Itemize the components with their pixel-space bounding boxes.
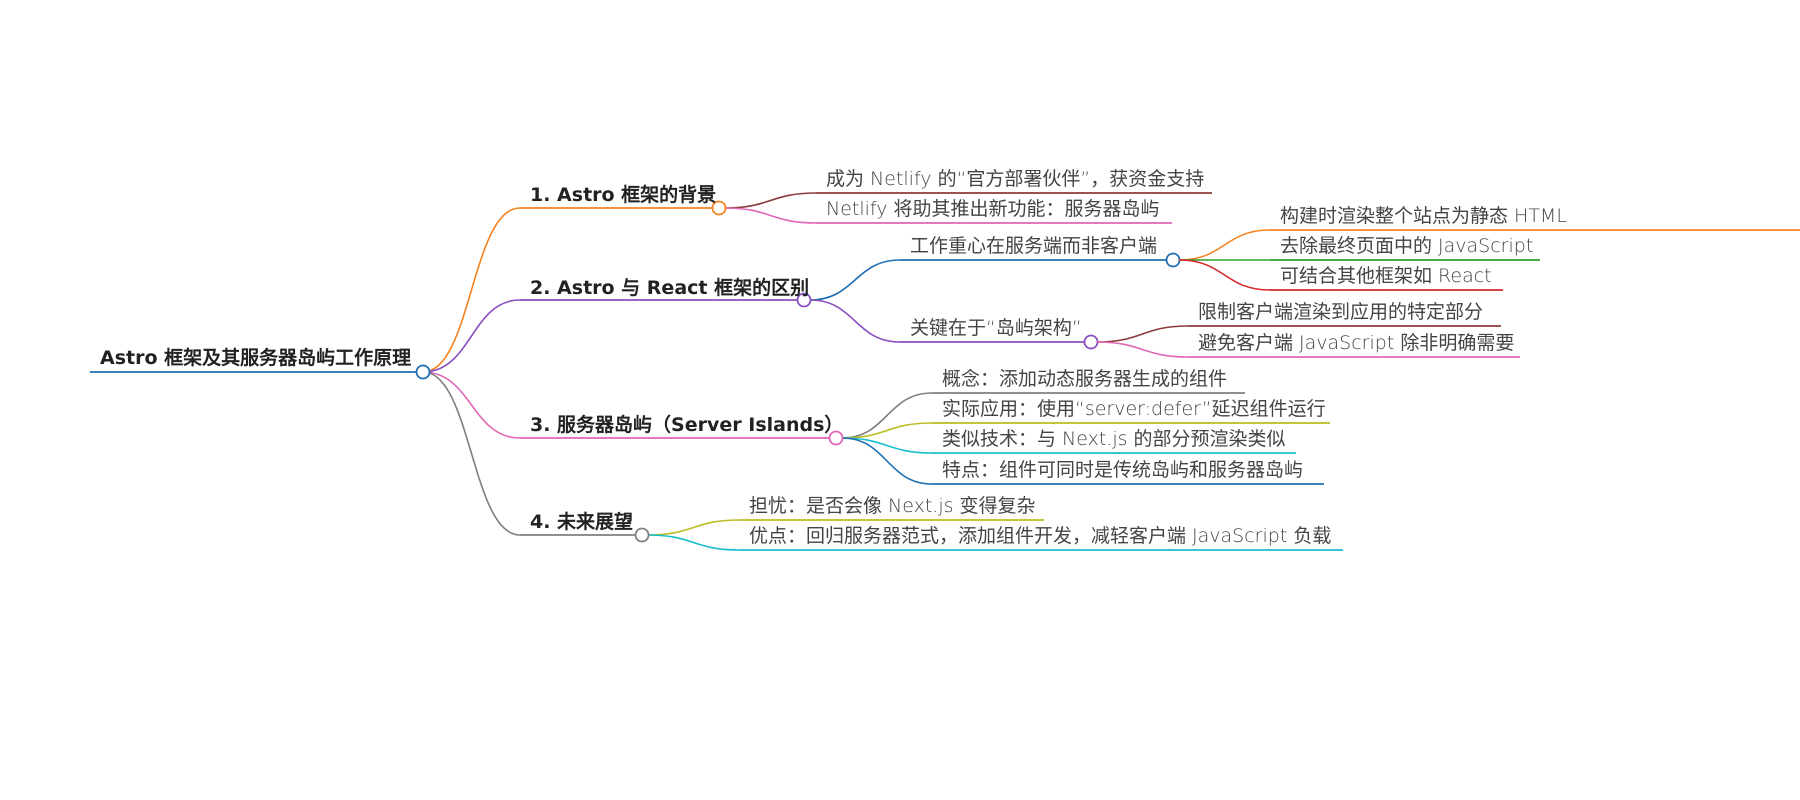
branch-1-node[interactable] (711, 200, 727, 216)
edge-root-branch-3 (422, 371, 521, 439)
branch-1-item-1-label[interactable]: 成为 Netlify 的“官方部署伙伴”，获资金支持 (826, 168, 1205, 190)
branch-1-label[interactable]: 1. Astro 框架的背景 (530, 184, 717, 206)
edge-branch-3-item-3 (841, 437, 933, 454)
edge-branch-2-item-2-sub-2 (1096, 341, 1189, 358)
branch-2-node[interactable] (796, 292, 812, 308)
branch-3-label[interactable]: 3. 服务器岛屿（Server Islands） (530, 414, 844, 436)
branch-2-item-1-sub-3-label[interactable]: 可结合其他框架如 React (1280, 265, 1492, 287)
branch-2-item-1-label[interactable]: 工作重心在服务端而非客户端 (910, 235, 1158, 257)
branch-1-item-2-label[interactable]: Netlify 将助其推出新功能：服务器岛屿 (826, 198, 1160, 220)
branch-2-item-2-label[interactable]: 关键在于“岛屿架构” (910, 317, 1082, 339)
branch-2-item-2-sub-2-label[interactable]: 避免客户端 JavaScript 除非明确需要 (1198, 332, 1515, 354)
edge-branch-2-item-1-sub-3 (1178, 259, 1271, 291)
branch-3-item-2-label[interactable]: 实际应用：使用“server:defer”延迟组件运行 (942, 398, 1326, 420)
branch-3-item-3-label[interactable]: 类似技术：与 Next.js 的部分预渲染类似 (942, 428, 1286, 450)
branch-2-item-1-sub-1-label[interactable]: 构建时渲染整个站点为静态 HTML (1280, 205, 1567, 227)
edge-branch-3-item-4 (841, 437, 933, 485)
branch-3-item-1-label[interactable]: 概念：添加动态服务器生成的组件 (942, 368, 1228, 390)
edge-branch-4-item-2 (647, 534, 740, 551)
branch-3-item-4-label[interactable]: 特点：组件可同时是传统岛屿和服务器岛屿 (942, 459, 1304, 481)
edge-branch-4-item-1 (647, 519, 740, 536)
root-topic-label[interactable]: Astro 框架及其服务器岛屿工作原理 (100, 347, 412, 369)
edge-branch-2-item-2-sub-1 (1096, 325, 1189, 343)
root-node[interactable] (415, 364, 431, 380)
branch-2-label[interactable]: 2. Astro 与 React 框架的区别 (530, 277, 810, 299)
edge-root-branch-2 (422, 299, 521, 373)
branch-2-item-2-sub-1-label[interactable]: 限制客户端渲染到应用的特定部分 (1198, 301, 1484, 323)
branch-2-item-1-sub-2-label[interactable]: 去除最终页面中的 JavaScript (1280, 235, 1534, 257)
branch-4-item-2-label[interactable]: 优点：回归服务器范式，添加组件开发，减轻客户端 JavaScript 负载 (749, 525, 1332, 547)
edge-branch-2-item-2 (809, 299, 901, 343)
branch-4-item-1-label[interactable]: 担忧：是否会像 Next.js 变得复杂 (749, 495, 1036, 517)
edge-branch-3-item-1 (841, 392, 933, 439)
branch-4-node[interactable] (634, 527, 650, 543)
branch-2-item-2-node[interactable] (1083, 334, 1099, 350)
edge-branch-2-item-1 (809, 259, 901, 301)
edge-root-branch-4 (422, 371, 521, 536)
edge-branch-1-item-2 (724, 207, 817, 224)
edge-branch-2-item-1-sub-1 (1178, 229, 1271, 261)
edge-branch-3-item-2 (841, 422, 933, 439)
branch-2-item-1-node[interactable] (1165, 252, 1181, 268)
edge-root-branch-1 (422, 207, 521, 373)
branch-3-node[interactable] (828, 430, 844, 446)
branch-4-label[interactable]: 4. 未来展望 (530, 511, 634, 533)
edge-branch-1-item-1 (724, 192, 817, 209)
